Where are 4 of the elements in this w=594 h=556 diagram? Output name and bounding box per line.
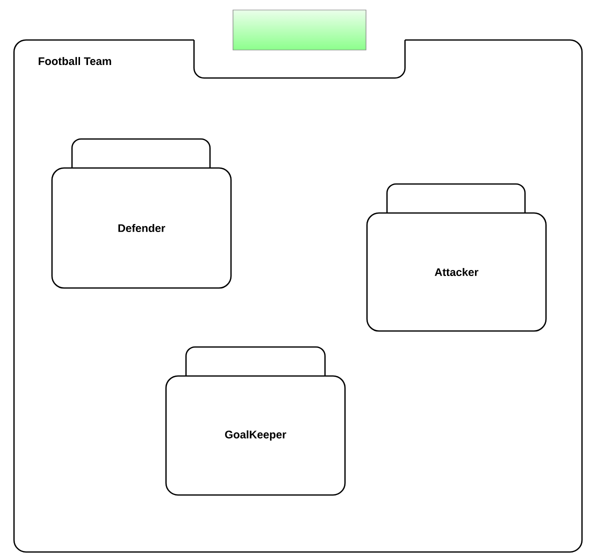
folder-box: GoalKeeper [165,346,346,496]
node-label: Football Team [38,57,112,66]
folder-box: Attacker [366,183,547,332]
folder-box: Defender [51,138,232,289]
